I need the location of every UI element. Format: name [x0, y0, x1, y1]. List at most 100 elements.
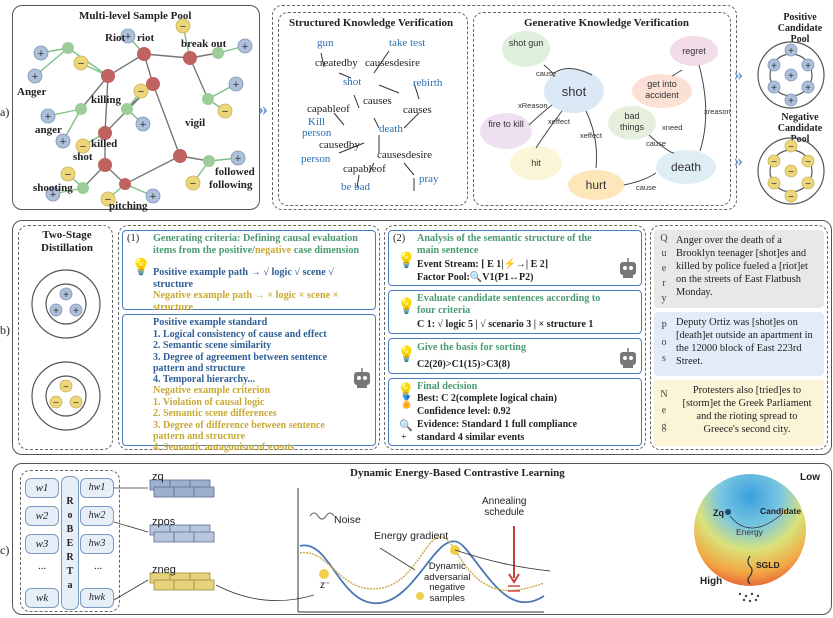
- medal-icon: 🏅: [399, 395, 414, 409]
- chevron-right-icon: »: [734, 150, 743, 170]
- sort-title: Give the basis for sorting: [417, 342, 527, 353]
- svg-text:+: +: [805, 61, 811, 72]
- std-pos-item: 3. Degree of agreement between sentence …: [153, 351, 328, 374]
- std-pos-item: 4. Temporal hierarchy...: [153, 374, 256, 386]
- chevron-right-icon: »: [258, 98, 268, 120]
- svg-text:+: +: [788, 96, 794, 107]
- ball-sgld-label: SGLD: [756, 560, 780, 570]
- svg-text:+: +: [788, 71, 794, 82]
- svg-text:−: −: [771, 179, 777, 190]
- chevron-right-icon: »: [734, 64, 743, 84]
- two-stage-rings: +++ −−−: [31, 269, 101, 431]
- encoder-panel: [20, 470, 120, 612]
- svg-text:+: +: [242, 41, 248, 53]
- positive-pool-rings: +++ ++++: [757, 41, 825, 109]
- std-pos-title: Positive example standard: [153, 317, 268, 328]
- gkv-node: shot: [561, 84, 587, 99]
- gkv-node: fire to kill: [488, 119, 524, 129]
- pool-word: anger: [35, 124, 62, 136]
- gkv-edge: cause: [636, 183, 657, 192]
- gkv-graph: [480, 31, 718, 200]
- dynamic-line: Dynamic: [428, 561, 466, 572]
- roberta-letter: B: [66, 524, 74, 535]
- magnifier-icon: 🔍: [399, 420, 413, 432]
- gkv-node: regret: [682, 46, 706, 56]
- skv-word: causesdesire: [377, 149, 432, 161]
- svg-text:+: +: [805, 83, 811, 94]
- pool-word: pitching: [109, 200, 148, 212]
- criteria-box: (1) 💡 Generating criteria: Defining caus…: [122, 230, 376, 313]
- final-plus: +: [401, 432, 407, 443]
- skv-word: shot: [343, 76, 362, 88]
- row-label-b: b): [0, 323, 10, 337]
- query-box: Q u e r y Anger over the death of a Broo…: [654, 230, 824, 308]
- svg-text:−: −: [805, 179, 811, 190]
- pos-letter: P: [661, 321, 667, 332]
- final-title: Final decision: [417, 381, 478, 392]
- token-w3: w3: [25, 534, 59, 554]
- skv-word: rebirth: [413, 77, 443, 89]
- svg-text:−: −: [105, 194, 111, 206]
- gkv-edge: cause: [646, 139, 667, 148]
- gkv-edge: cause: [536, 69, 557, 78]
- verification-panel: [272, 5, 737, 210]
- neg-box: N e g Protesters also [tried]es to [stor…: [654, 380, 824, 446]
- query-letter: r: [662, 278, 666, 289]
- criteria-heading-b: case dimension: [291, 244, 360, 256]
- z-neg-label: zneg: [152, 564, 176, 576]
- roberta-letter: E: [66, 538, 74, 549]
- query-letter: Q: [660, 233, 668, 244]
- pool-word: shooting: [33, 182, 73, 194]
- svg-text:+: +: [73, 306, 79, 317]
- lightbulb-icon: 💡: [397, 347, 416, 363]
- event-stream: Event Stream: [ E 1|⚡→| E 2]: [417, 259, 549, 270]
- token-w1: w1: [25, 478, 59, 498]
- roberta-letter: T: [66, 566, 74, 577]
- dynamic-line: samples: [429, 592, 465, 604]
- noise-label: Noise: [334, 514, 361, 526]
- skv-word: take test: [389, 37, 426, 49]
- roberta-block: R o B E R T a: [61, 476, 79, 610]
- evaluate-box: 💡 Evaluate candidate sentences according…: [388, 290, 642, 334]
- sample-pool-title: Multi-level Sample Pool: [79, 10, 192, 22]
- roberta-letter: o: [67, 510, 73, 521]
- token-wk: wk: [25, 588, 59, 608]
- lightbulb-icon: 💡: [131, 259, 151, 276]
- skv-word: causes: [403, 104, 432, 116]
- gkv-node: death: [670, 160, 702, 174]
- pool-word: killed: [91, 138, 118, 150]
- svg-text:+: +: [125, 31, 131, 43]
- std-pos-list: 1. Logical consistency of cause and effe…: [153, 329, 347, 385]
- svg-text:−: −: [63, 382, 69, 393]
- neg-line: [storm]et the Greek Parliament: [682, 398, 812, 409]
- negative-pool-rings: −−− −−−−: [757, 137, 825, 205]
- svg-text:−: −: [78, 58, 84, 70]
- token-ellipsis: ...: [38, 560, 47, 572]
- neg-line: Protesters also [tried]es to: [692, 385, 802, 396]
- svg-text:+: +: [45, 111, 51, 123]
- eval-title: Evaluate candidate sentences according t…: [417, 293, 601, 316]
- pos-box: P o s Deputy Ortiz was [shot]es on [deat…: [654, 312, 824, 376]
- examples-panel: [650, 225, 828, 450]
- gkv-node: shot gun: [508, 38, 544, 48]
- std-neg-item: 4. Semantic antagonism of events: [153, 442, 295, 454]
- lightbulb-icon: 💡: [397, 384, 415, 399]
- svg-text:−: −: [65, 169, 71, 181]
- pos-letter: o: [661, 337, 667, 348]
- panel-b: [12, 220, 832, 455]
- pool-word: following: [209, 179, 253, 191]
- hidden-hk: hwk: [80, 588, 114, 608]
- step1-panel: [118, 225, 380, 450]
- std-neg-title: Negative example criterion: [153, 385, 271, 396]
- roberta-label: R o B E R T a: [62, 495, 78, 593]
- roberta-letter: R: [66, 552, 74, 563]
- robot-icon: [620, 348, 636, 368]
- svg-text:+: +: [32, 71, 38, 83]
- skv-word: capableof: [307, 103, 350, 115]
- svg-text:+: +: [771, 61, 777, 72]
- structured-kv-panel: Structured Knowledge Verification gun ta…: [278, 12, 468, 206]
- row-label-a: a): [0, 105, 10, 119]
- final-evidence: Evidence: Standard 1 full compliance: [417, 419, 578, 430]
- row-label-c: c): [0, 543, 10, 557]
- annealing-line: Annealing: [482, 496, 527, 507]
